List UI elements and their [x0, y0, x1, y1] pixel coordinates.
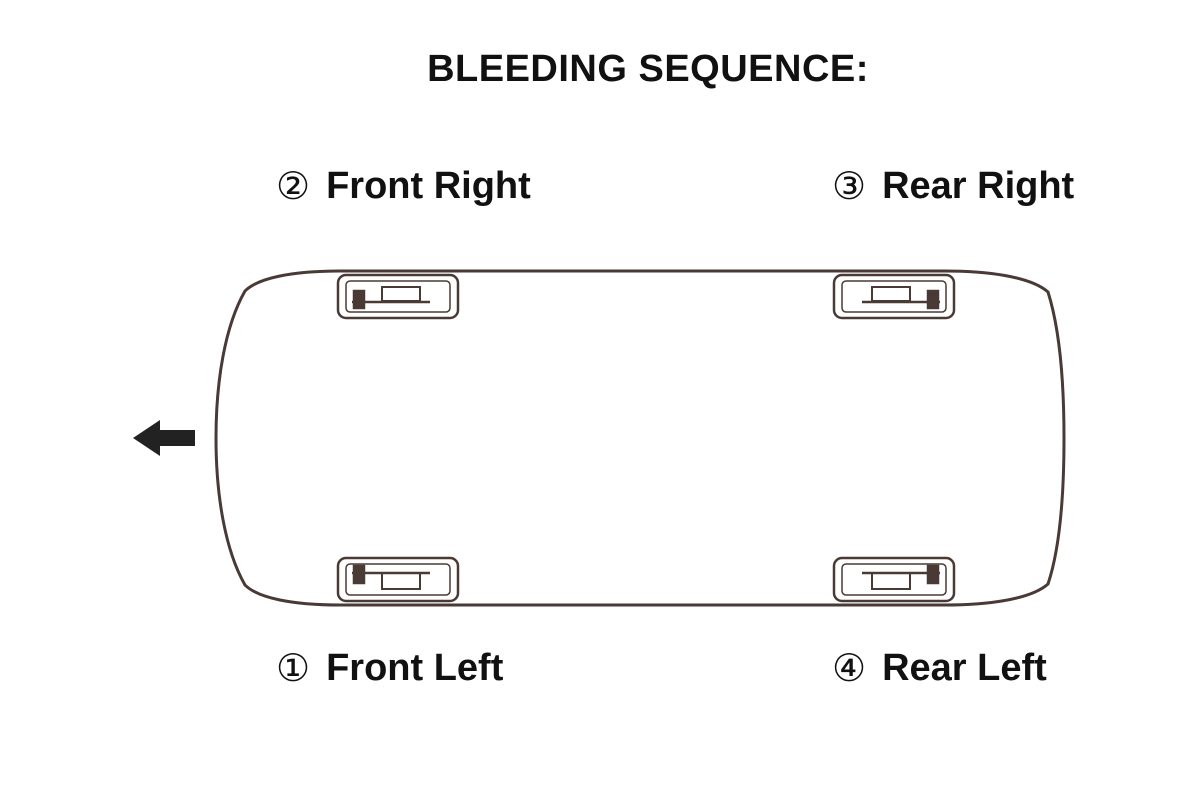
wheel-label-rear-right: Rear Right	[882, 164, 1075, 207]
wheel-front-right	[336, 273, 460, 320]
wheel-label-rear-left: Rear Left	[882, 646, 1047, 689]
label-front-right: ② Front Right	[276, 164, 531, 208]
label-rear-right: ③ Rear Right	[832, 164, 1074, 208]
wheel-label-front-right: Front Right	[326, 164, 531, 207]
sequence-number-4: ④	[832, 646, 867, 690]
sequence-number-3: ③	[832, 164, 867, 208]
diagram-title: BLEEDING SEQUENCE:	[427, 48, 869, 90]
wheel-rear-left	[832, 556, 956, 603]
sequence-number-2: ②	[276, 164, 311, 208]
arrow-left-icon	[133, 420, 195, 456]
sequence-number-1: ①	[276, 646, 311, 690]
label-rear-left: ④ Rear Left	[832, 646, 1047, 690]
label-front-left: ① Front Left	[276, 646, 503, 690]
wheel-label-front-left: Front Left	[326, 646, 504, 689]
wheel-front-left	[336, 556, 460, 603]
wheel-rear-right	[832, 273, 956, 320]
car-body-outline	[214, 269, 1066, 607]
